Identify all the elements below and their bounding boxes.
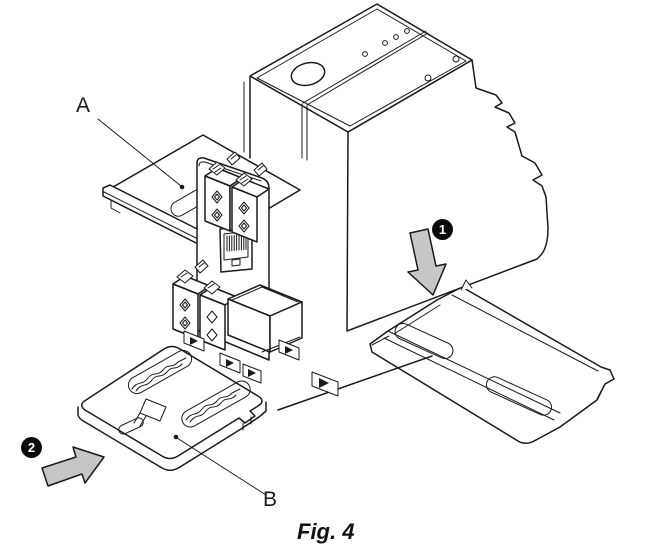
clip-latch	[139, 398, 167, 422]
arrow-step-2-slide-icon	[41, 446, 105, 487]
din-rail	[369, 286, 615, 444]
upper-terminal-block	[204, 151, 270, 243]
leader-line-a	[97, 118, 185, 190]
step-2-marker: 2	[21, 437, 42, 458]
vent-hole	[382, 40, 388, 46]
device-body	[231, 3, 549, 411]
mounting-feet	[183, 330, 339, 397]
clip-spring-slot	[127, 349, 193, 395]
leader-line-b	[173, 434, 267, 496]
latch-cover	[227, 284, 303, 353]
figure-caption: Fig. 4	[297, 519, 355, 544]
rail-slot	[485, 376, 553, 416]
arrow-step-1-down-icon	[407, 228, 447, 296]
din-clip-plate-b	[77, 345, 267, 471]
step-1-marker: 1	[432, 219, 453, 240]
lower-terminal-block	[172, 259, 238, 351]
terminal-column	[172, 151, 303, 361]
vent-hole	[424, 74, 432, 82]
clip-spring-slot	[181, 380, 251, 428]
front-face	[250, 76, 348, 331]
vent-hole	[393, 34, 399, 40]
rail-slot	[394, 322, 454, 360]
vent-hole	[452, 55, 460, 63]
rail-flange-tip	[460, 279, 473, 291]
knockout-circle	[290, 61, 326, 87]
latch-handle-slot	[118, 417, 144, 435]
vent-hole	[362, 51, 368, 57]
label-bracket-a: A	[76, 94, 91, 117]
vent-hole	[404, 28, 410, 34]
right-face	[346, 59, 549, 332]
label-clip-plate-b: B	[263, 488, 278, 511]
base-edge	[277, 355, 433, 411]
